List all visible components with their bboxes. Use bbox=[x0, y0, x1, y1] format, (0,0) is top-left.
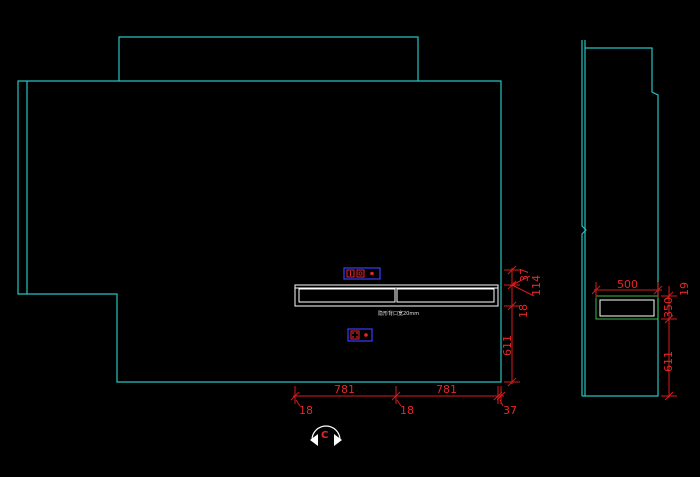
dim-side-19: 19 bbox=[678, 282, 691, 296]
horizontal-dimensions bbox=[290, 386, 506, 407]
shelf-outer bbox=[294, 284, 499, 307]
side-wall-outline bbox=[581, 40, 587, 396]
shelf-drawer-left bbox=[298, 288, 396, 303]
front-view: 隐形背口宽20mm bbox=[17, 36, 543, 417]
dim-vert-611: 611 bbox=[501, 335, 514, 356]
view-marker-label: C bbox=[321, 430, 328, 441]
upper-wall-notch bbox=[118, 36, 419, 81]
dim-vert-37: 37 bbox=[518, 268, 531, 282]
dim-gap-right: 37 bbox=[503, 404, 517, 417]
shelf-note: 隐形背口宽20mm bbox=[378, 310, 419, 317]
side-shelf-inner bbox=[599, 299, 655, 317]
dim-width-right: 781 bbox=[436, 383, 457, 396]
dim-width-left: 781 bbox=[334, 383, 355, 396]
side-dimensions bbox=[591, 282, 677, 401]
dim-gap-left: 18 bbox=[299, 404, 313, 417]
view-direction-arrow-icon[interactable]: C bbox=[310, 425, 342, 446]
dim-side-611: 611 bbox=[662, 351, 675, 372]
dim-vert-114: 114 bbox=[530, 275, 543, 296]
outlet-lower-icon bbox=[347, 328, 373, 342]
shelf-drawer-right bbox=[396, 288, 495, 303]
wall-outline bbox=[17, 80, 502, 383]
floating-shelf bbox=[294, 284, 499, 307]
side-view: 500 19 350 611 bbox=[581, 40, 691, 401]
dim-vert-18: 18 bbox=[517, 304, 530, 318]
dim-gap-mid: 18 bbox=[400, 404, 414, 417]
outlet-upper-icon bbox=[343, 267, 381, 280]
side-wall-profile bbox=[582, 47, 659, 397]
side-shelf-outer bbox=[595, 295, 659, 320]
dim-side-350: 350 bbox=[662, 297, 675, 318]
dim-side-depth: 500 bbox=[617, 278, 638, 291]
vertical-dimensions bbox=[504, 265, 535, 387]
